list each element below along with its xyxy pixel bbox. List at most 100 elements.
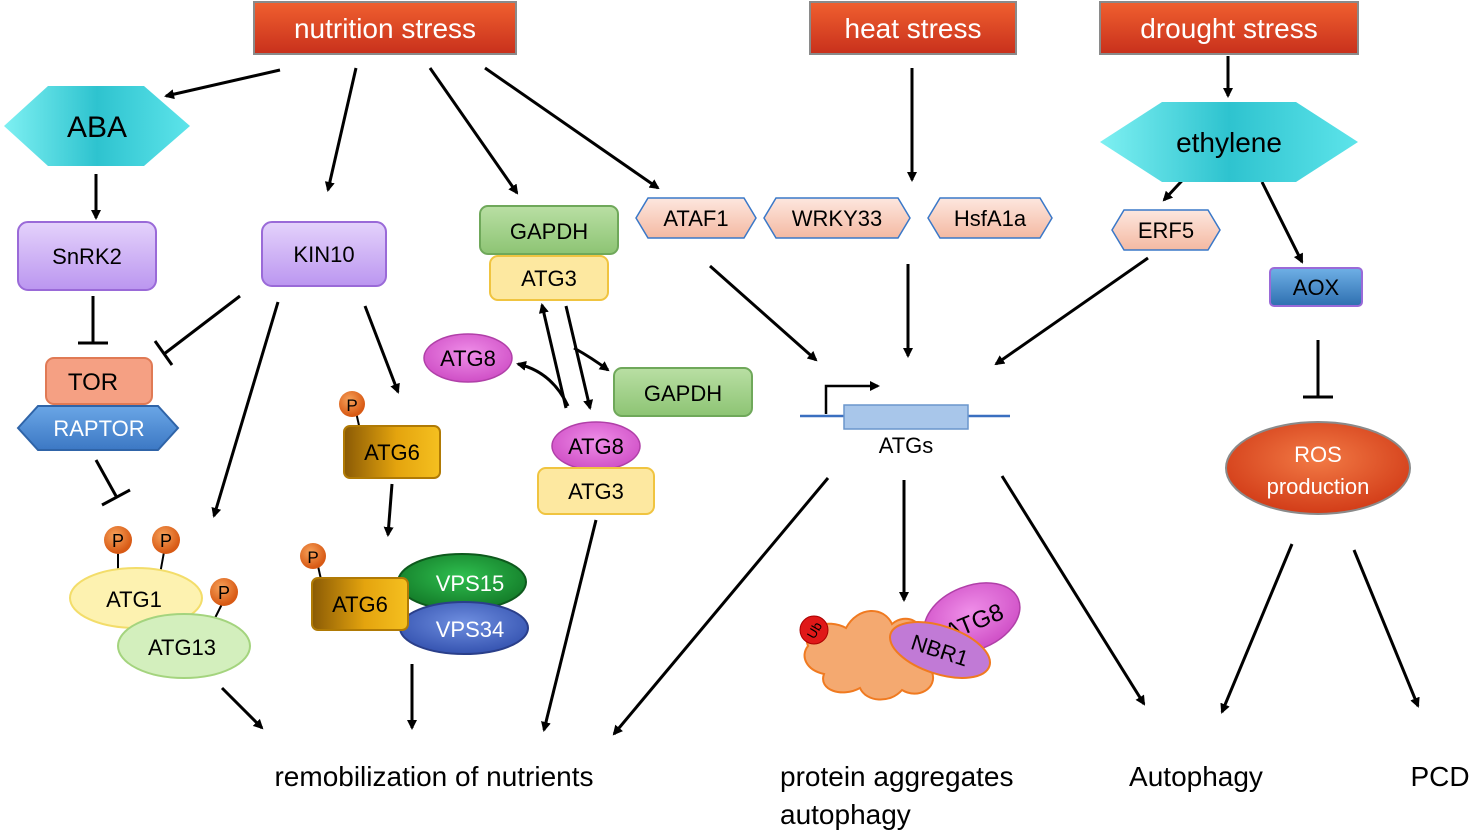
atg1-complex: ATG1 ATG13 P P P — [69, 526, 251, 679]
ros-label-line2: production — [1267, 474, 1370, 499]
arrow-ataf1-to-atgs — [709, 264, 818, 362]
atg6-box — [343, 425, 441, 479]
atgs-gene: ATGs — [800, 381, 1010, 458]
arrow-nutrition-to-gapdh — [428, 67, 519, 195]
atg8-free-label: ATG8 — [440, 346, 496, 371]
ubiquitin-label: Ub — [804, 619, 825, 641]
arrow-ros-to-pcd — [1352, 549, 1420, 708]
ros-ellipse: ROS production — [1225, 421, 1411, 515]
wrky33-label: WRKY33 — [792, 206, 882, 231]
protein-aggregates-label-line1: protein aggregates — [780, 761, 1014, 792]
kin10-label: KIN10 — [293, 242, 354, 267]
nutrition-stress-box: nutrition stress — [253, 1, 517, 55]
ros-label-line1: ROS — [1294, 442, 1342, 467]
arrow-nutrition-to-aba — [164, 68, 281, 100]
arrow-nutrition-to-ataf1 — [484, 66, 660, 190]
phospho-label: P — [346, 396, 357, 415]
atg3-top-label: ATG3 — [521, 266, 577, 291]
snrk2-label: SnRK2 — [52, 244, 122, 269]
hsfa1a-hexagon: HsfA1a — [927, 197, 1053, 239]
complex-atg6-label: ATG6 — [332, 592, 388, 617]
arrow-release-gapdh — [573, 346, 610, 372]
connections — [78, 56, 1420, 736]
ubiquitin-icon — [799, 615, 829, 645]
heat-stress-box: heat stress — [809, 1, 1017, 55]
inhibit-kin10-tor-bar — [153, 340, 174, 366]
atg3-bottom-box — [537, 467, 655, 515]
nbr1-ellipse — [888, 621, 992, 679]
phospho-icon — [152, 526, 180, 554]
ataf1-hexagon: ATAF1 — [635, 197, 757, 239]
atg8-free-ellipse — [423, 333, 513, 383]
gene-box — [843, 404, 969, 430]
hsfa1a-label: HsfA1a — [954, 206, 1027, 231]
arrow-atg3-bind-down — [564, 305, 594, 410]
tor-label: TOR — [68, 369, 118, 396]
arrow-kin10-to-atg6 — [363, 305, 400, 394]
inhibit-raptor-atg1-stem — [94, 459, 118, 497]
tor-box: TOR — [45, 357, 153, 405]
gapdh-top-label: GAPDH — [510, 219, 588, 244]
phospho-icon — [300, 543, 326, 569]
arrow-atg3-release-up — [538, 303, 568, 409]
erf5-hexagon: ERF5 — [1111, 209, 1221, 251]
erf5-label: ERF5 — [1138, 218, 1194, 243]
phospho-label: P — [112, 531, 124, 551]
raptor-hexagon: RAPTOR — [16, 405, 180, 451]
atg3-bottom-label: ATG3 — [568, 479, 624, 504]
vps15-label: VPS15 — [436, 571, 505, 596]
kin10-box: KIN10 — [261, 221, 387, 287]
phospho-icon — [210, 578, 238, 606]
promoter-arrow-icon — [824, 381, 880, 414]
nutrition-stress-label: nutrition stress — [294, 13, 476, 44]
phospho-label: P — [160, 531, 172, 551]
arrow-ros-to-autophagy — [1220, 543, 1294, 714]
drought-stress-label: drought stress — [1140, 13, 1317, 44]
arrow-kin10-to-atg1 — [211, 301, 280, 518]
atg6-single: ATG6 P — [339, 391, 441, 479]
phospho-label: P — [307, 548, 318, 567]
phospho-icon — [104, 526, 132, 554]
inhibit-raptor-atg1-bar — [101, 488, 131, 507]
atg1-label: ATG1 — [106, 587, 162, 612]
atg6-label: ATG6 — [364, 440, 420, 465]
snrk2-box: SnRK2 — [17, 221, 157, 291]
raptor-label: RAPTOR — [53, 416, 144, 441]
aox-label: AOX — [1293, 275, 1340, 300]
atgs-label: ATGs — [879, 433, 934, 458]
arrow-ethylene-to-aox — [1260, 181, 1304, 264]
autophagy-label: Autophagy — [1129, 761, 1263, 792]
phospho-icon — [339, 391, 365, 417]
vps34-label: VPS34 — [436, 617, 505, 642]
ethylene-label: ethylene — [1176, 127, 1282, 158]
protein-aggregate: ATG8 NBR1 Ub — [799, 582, 1021, 701]
atg3-top-box — [489, 255, 609, 301]
pcd-label: PCD — [1410, 761, 1469, 792]
aba-diamond: ABA — [4, 86, 190, 166]
remobilization-label: remobilization of nutrients — [274, 761, 593, 792]
arrow-erf5-to-atgs — [994, 256, 1149, 366]
arrow-nutrition-to-kin10 — [324, 67, 358, 192]
drought-stress-box: drought stress — [1099, 1, 1359, 55]
arrow-atg1-to-remobilization — [220, 686, 264, 730]
gapdh-free-label: GAPDH — [644, 381, 722, 406]
gapdh-free-box — [613, 367, 753, 417]
arrow-atgs-to-autophagy — [1000, 475, 1146, 706]
gapdh-module: GAPDH ATG3 ATG8 GAPDH ATG8 ATG3 — [423, 205, 753, 515]
aba-label: ABA — [67, 111, 127, 144]
ataf1-label: ATAF1 — [663, 206, 728, 231]
atg13-label: ATG13 — [148, 635, 216, 660]
gapdh-top-box — [479, 205, 619, 255]
atg8-bound-label: ATG8 — [568, 434, 624, 459]
arrow-atgs-to-remobilization — [612, 477, 830, 736]
pi3k-complex: VPS15 VPS34 ATG6 P — [300, 543, 529, 655]
phospho-label: P — [218, 583, 230, 603]
wrky33-hexagon: WRKY33 — [763, 197, 911, 239]
ethylene-diamond: ethylene — [1100, 102, 1358, 182]
protein-aggregates-label-line2: autophagy — [780, 799, 911, 830]
atg13-ellipse — [117, 613, 251, 679]
arrow-atg6-to-complex — [383, 483, 394, 537]
arrow-release-atg8 — [516, 360, 570, 407]
